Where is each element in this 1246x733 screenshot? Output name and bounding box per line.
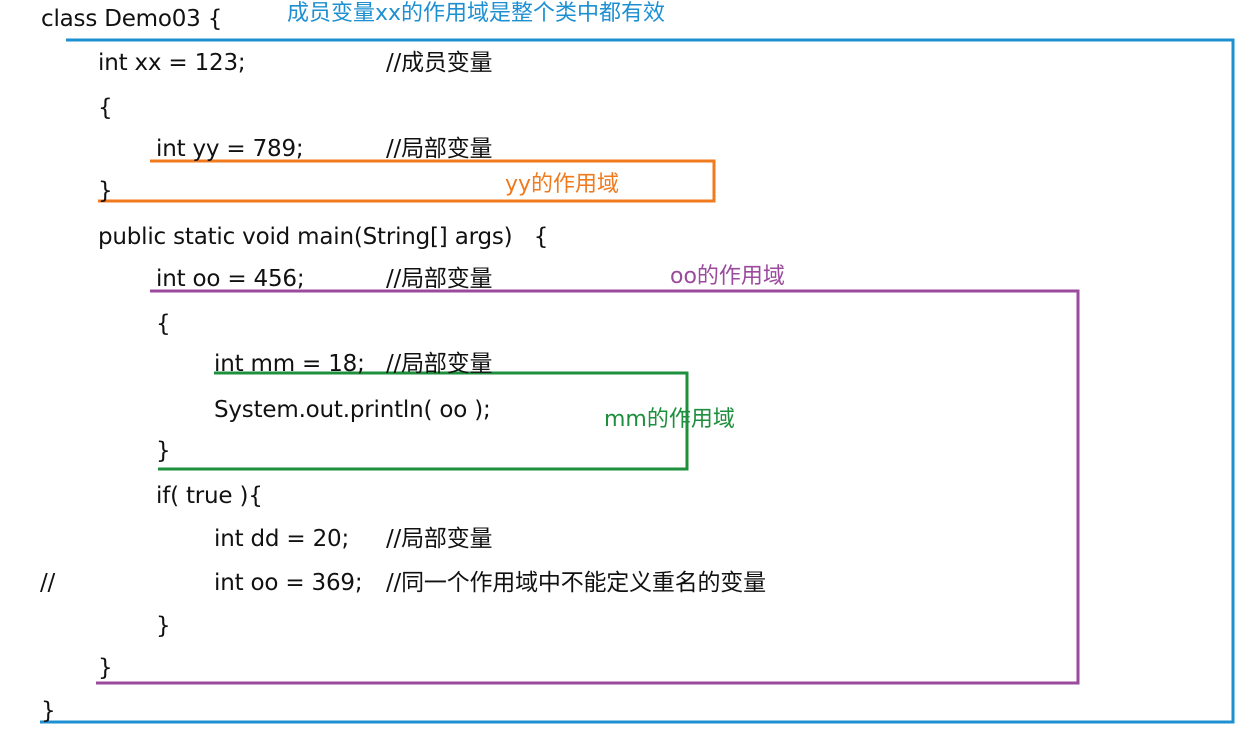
inner-close-brace: } [156, 438, 171, 464]
oo-comment: //局部变量 [386, 266, 493, 292]
oo-scope-label: oo的作用域 [670, 264, 785, 289]
yy-scope-label: yy的作用域 [505, 172, 620, 197]
main-declaration: public static void main(String[] args) { [98, 224, 549, 250]
xx-comment: //成员变量 [386, 50, 493, 76]
oo-redeclaration: int oo = 369; [214, 570, 363, 596]
dd-comment: //局部变量 [386, 526, 493, 552]
mm-scope-bracket [158, 371, 689, 471]
inner-open-brace: { [156, 311, 171, 337]
if-close-brace: } [156, 613, 171, 639]
main-close-brace: } [98, 655, 113, 681]
oo-scope-bracket [96, 289, 1080, 685]
class-close-brace: } [41, 698, 56, 724]
dd-declaration: int dd = 20; [214, 526, 350, 552]
xx-scope-bracket [40, 38, 1235, 724]
block-close-brace: } [98, 178, 113, 204]
yy-scope-bracket [98, 159, 716, 203]
commented-out-marker: // [40, 570, 56, 596]
println-statement: System.out.println( oo ); [214, 397, 491, 423]
block-open-brace: { [98, 95, 113, 121]
mm-declaration: int mm = 18; [214, 351, 365, 377]
oo-declaration: int oo = 456; [156, 266, 305, 292]
if-statement: if( true ){ [156, 483, 263, 509]
yy-comment: //局部变量 [386, 136, 493, 162]
xx-declaration: int xx = 123; [98, 50, 246, 76]
mm-comment: //局部变量 [386, 351, 493, 377]
xx-scope-label: 成员变量xx的作用域是整个类中都有效 [287, 1, 666, 26]
yy-declaration: int yy = 789; [156, 136, 304, 162]
mm-scope-label: mm的作用域 [604, 407, 735, 432]
class-declaration: class Demo03 { [41, 6, 223, 32]
oo-redeclaration-comment: //同一个作用域中不能定义重名的变量 [386, 570, 766, 596]
